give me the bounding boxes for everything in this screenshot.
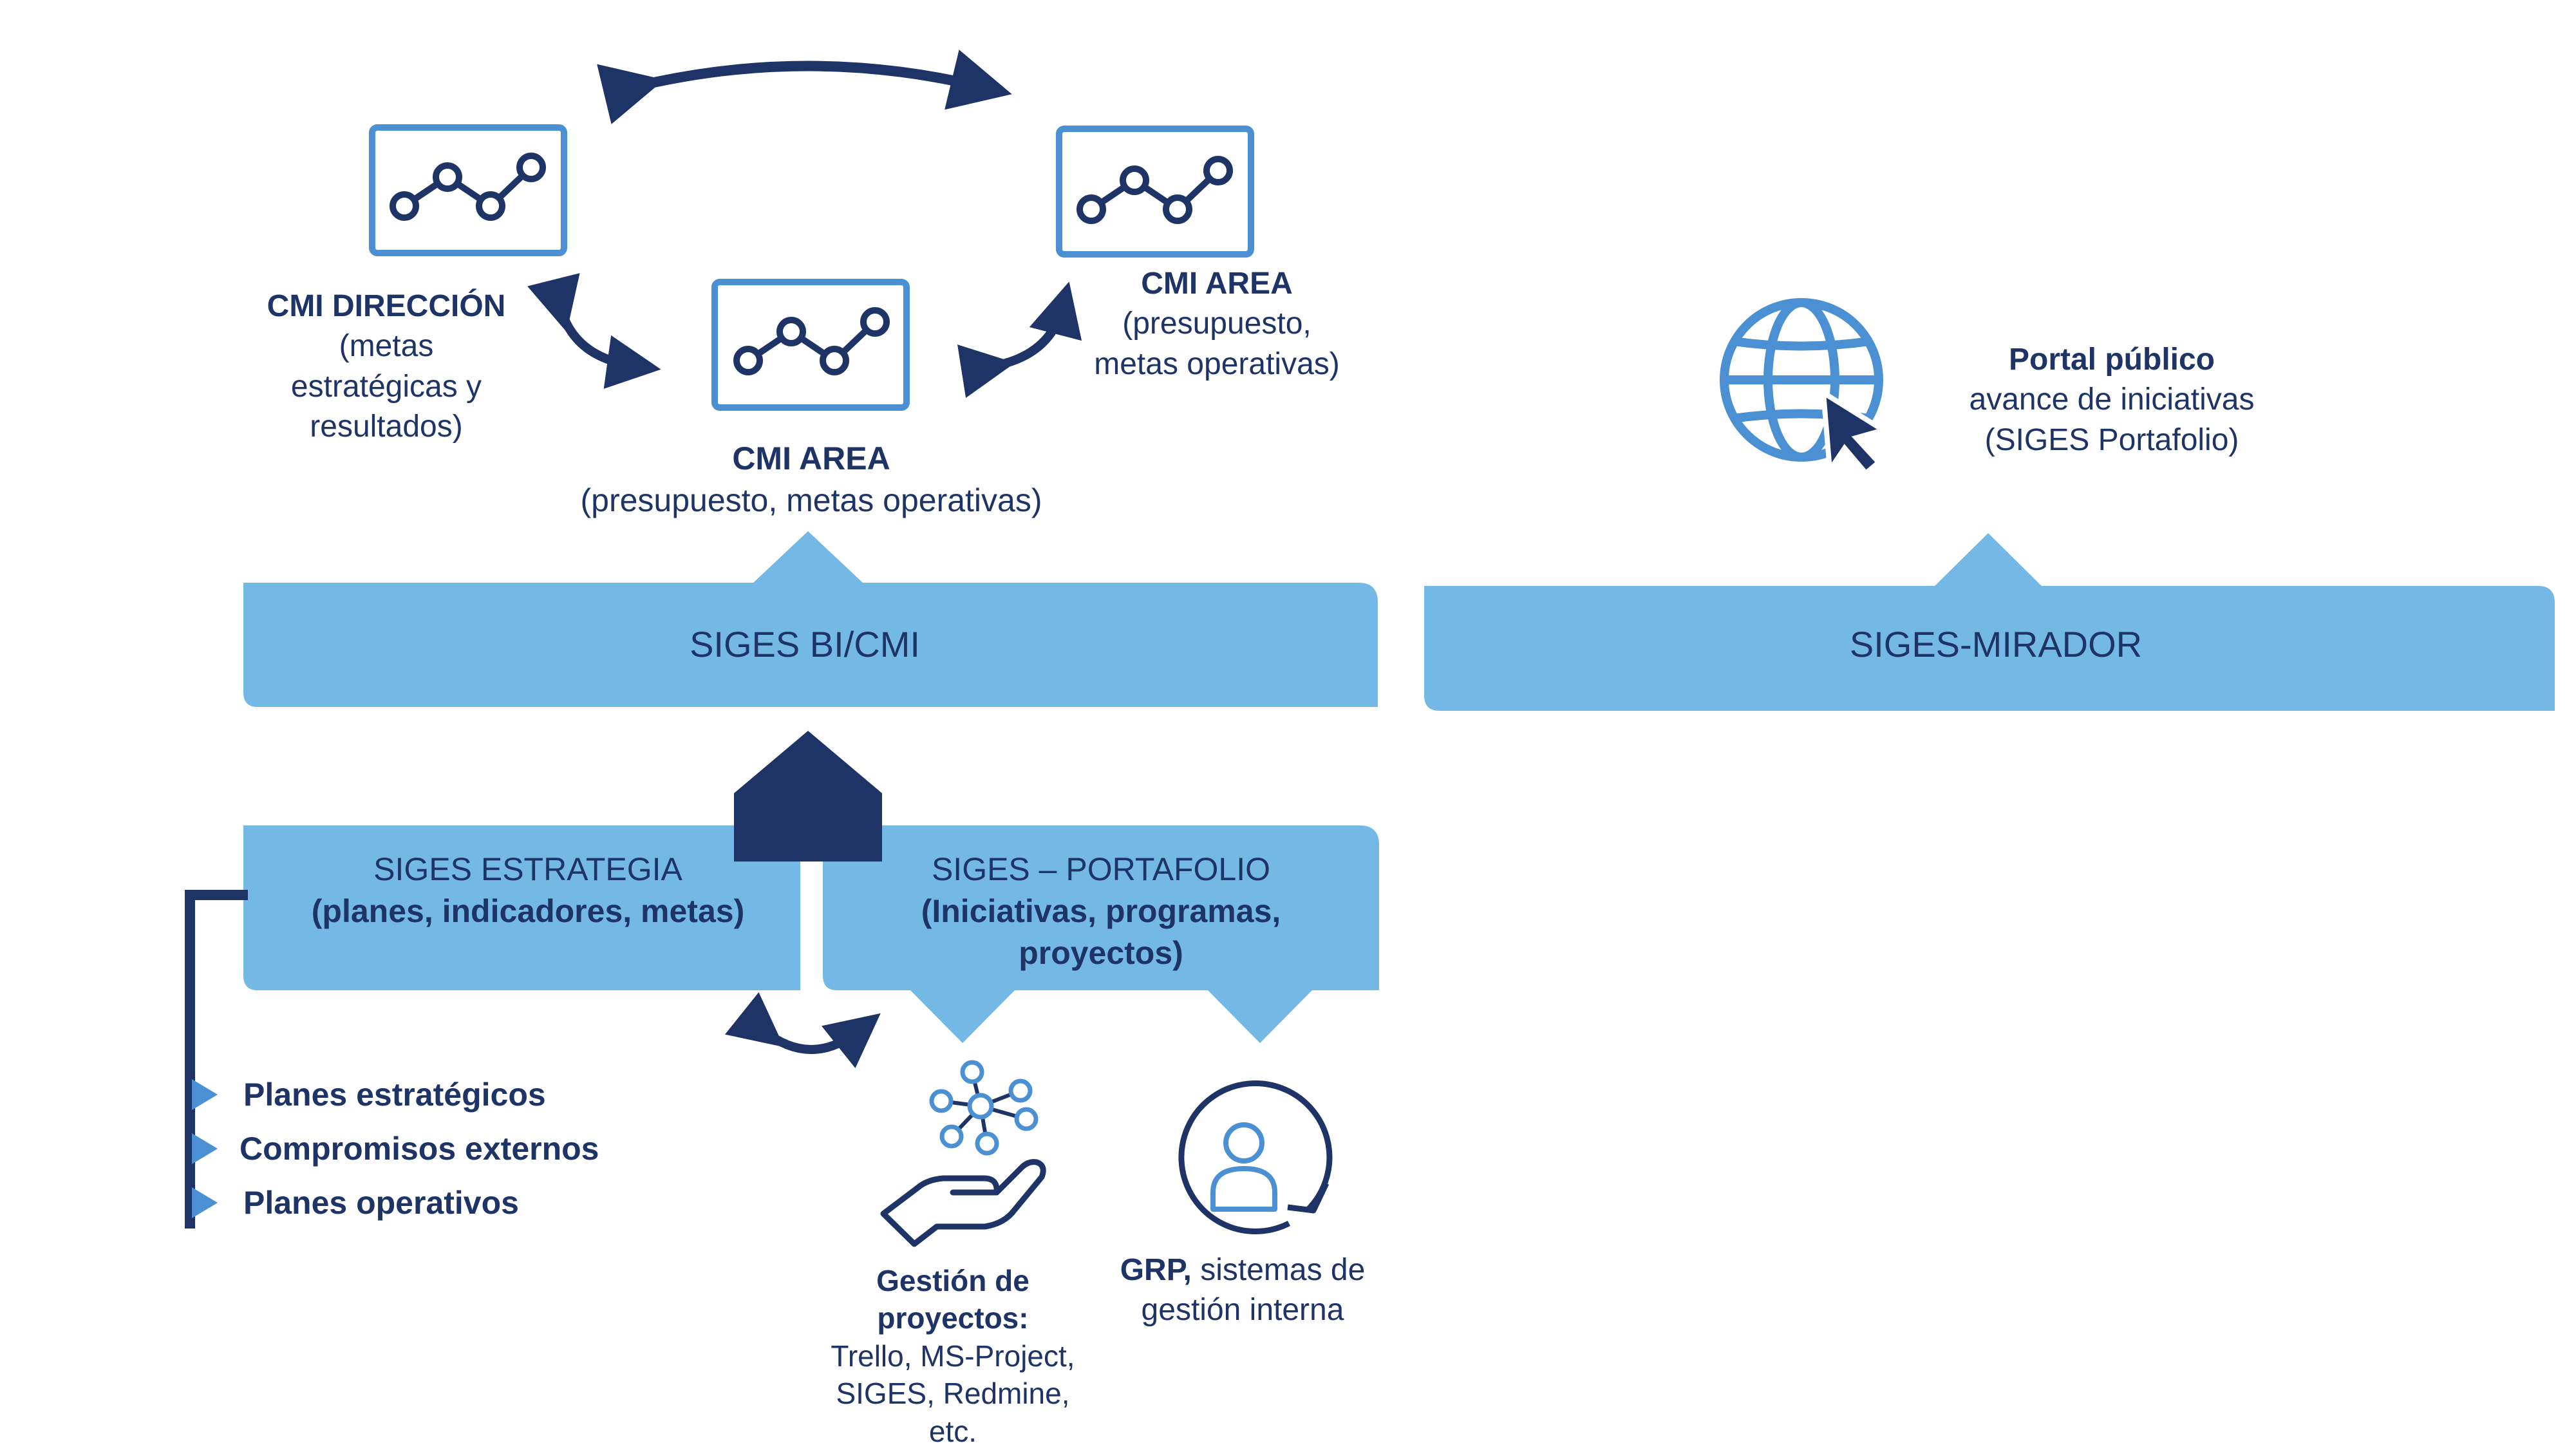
cmi-direccion-label: CMI DIRECCIÓN (metas estratégicas y resu… xyxy=(232,287,541,447)
user-cycle-icon xyxy=(1178,1080,1333,1234)
cmi-direccion-line1: (metas xyxy=(339,329,434,364)
plans-bracket-line xyxy=(185,890,248,1229)
siges-bi-cmi-bar xyxy=(243,531,1378,707)
estrategia-line2: (planes, indicadores, metas) xyxy=(311,893,745,929)
cmi-area-center-label: CMI AREA (presupuesto, metas operativas) xyxy=(522,438,1101,522)
portal-publico-label: Portal público avance de iniciativas (SI… xyxy=(1919,340,2305,460)
plan-bullet-3 xyxy=(192,1187,218,1218)
estrategia-line1: SIGES ESTRATEGIA xyxy=(373,851,682,887)
cmi-direccion-title: CMI DIRECCIÓN xyxy=(267,289,506,323)
gestion-title2: proyectos: xyxy=(877,1301,1029,1335)
cmi-direccion-chart-icon xyxy=(369,124,567,256)
cmi-area-right-label: CMI AREA (presupuesto, metas operativas) xyxy=(1056,264,1378,384)
siges-bi-cmi-label: SIGES BI/CMI xyxy=(690,624,920,664)
gestion-title1: Gestión de xyxy=(876,1264,1029,1297)
plan-item: Planes operativos xyxy=(243,1185,519,1221)
gestion-proyectos-label: Gestión de proyectos: Trello, MS-Project… xyxy=(779,1262,1127,1450)
cmi-area-center-title: CMI AREA xyxy=(732,440,890,476)
cursor-arrow-icon xyxy=(1820,388,1890,478)
top-double-arrow xyxy=(597,50,1012,124)
cmi-area-right-line2: metas operativas) xyxy=(1094,346,1340,381)
grp-line1: GRP, sistemas de xyxy=(1082,1250,1404,1290)
gestion-line2: SIGES, Redmine, xyxy=(836,1377,1070,1411)
grp-line2: gestión interna xyxy=(1141,1293,1344,1328)
plan-bullet-1 xyxy=(192,1079,218,1110)
plan-bullet-2 xyxy=(192,1133,218,1164)
curved-arrow-left xyxy=(527,273,661,389)
siges-portafolio-label: SIGES – PORTAFOLIO (Iniciativas, program… xyxy=(831,849,1371,974)
gestion-line1: Trello, MS-Project, xyxy=(831,1339,1075,1373)
cmi-area-center-subtitle: (presupuesto, metas operativas) xyxy=(580,482,1042,518)
cmi-area-center-chart-icon xyxy=(711,279,910,411)
small-curved-arrow xyxy=(724,992,881,1069)
portal-line1: avance de iniciativas xyxy=(1969,382,2255,417)
portal-title: Portal público xyxy=(2008,343,2215,377)
portafolio-line3: proyectos) xyxy=(1019,935,1183,971)
gestion-line3: etc. xyxy=(928,1414,977,1448)
curved-arrow-right xyxy=(957,281,1082,399)
portafolio-line2: (Iniciativas, programas, xyxy=(921,893,1281,929)
siges-portafolio-box xyxy=(823,825,1379,1043)
siges-estrategia-box xyxy=(243,825,800,990)
grp-bold: GRP, xyxy=(1120,1253,1192,1287)
cmi-area-right-chart-icon xyxy=(1056,126,1254,258)
cmi-area-right-title: CMI AREA xyxy=(1141,267,1293,301)
plan-item: Planes estratégicos xyxy=(243,1077,546,1113)
portal-line2: (SIGES Portafolio) xyxy=(1984,422,2239,457)
siges-mirador-label: SIGES-MIRADOR xyxy=(1849,624,2143,664)
cmi-direccion-line2: estratégicas y xyxy=(290,369,482,404)
grp-rest: sistemas de xyxy=(1191,1253,1366,1287)
siges-estrategia-label: SIGES ESTRATEGIA (planes, indicadores, m… xyxy=(270,849,785,932)
cmi-area-right-line1: (presupuesto, xyxy=(1122,306,1312,341)
navy-up-arrow xyxy=(734,731,882,862)
portafolio-line1: SIGES – PORTAFOLIO xyxy=(931,851,1271,887)
network-hand-icon xyxy=(880,1060,1046,1247)
cmi-direccion-line3: resultados) xyxy=(310,410,463,444)
grp-label: GRP, sistemas de gestión interna xyxy=(1082,1250,1404,1331)
globe-cursor-icon xyxy=(1720,298,1883,462)
plan-item: Compromisos externos xyxy=(240,1131,599,1167)
siges-mirador-bar xyxy=(1424,533,2555,711)
